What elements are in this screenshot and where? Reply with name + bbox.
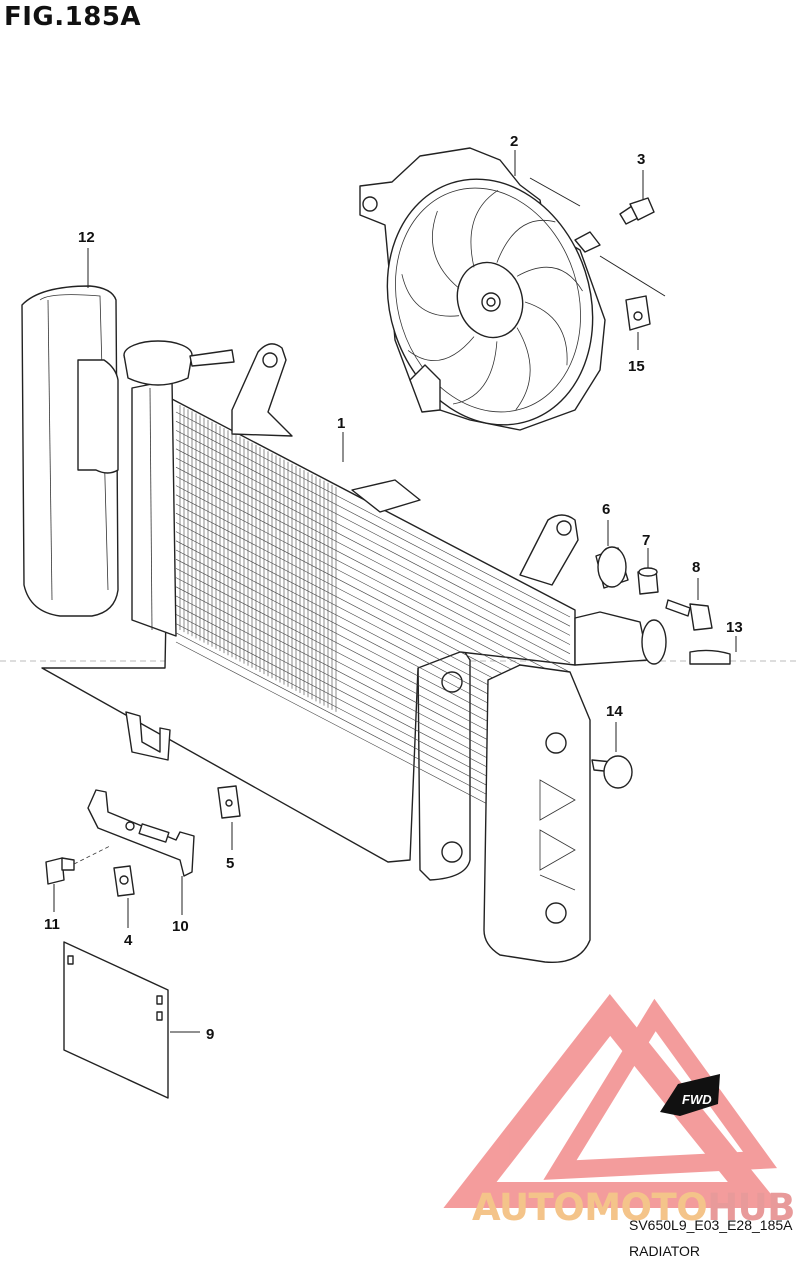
callout-5: 5 bbox=[226, 855, 234, 872]
callout-2: 2 bbox=[510, 133, 518, 150]
part-1-radiator bbox=[41, 340, 667, 881]
part-10-bracket bbox=[87, 789, 195, 915]
part-11-bolt bbox=[45, 845, 111, 912]
part-4-clip-nut bbox=[113, 865, 135, 928]
radiator-fin-line bbox=[175, 411, 571, 618]
radiator-fin-line bbox=[175, 420, 571, 627]
part-9-pad bbox=[63, 941, 200, 1099]
radiator-fin-line bbox=[175, 494, 571, 701]
fan-blade bbox=[524, 301, 568, 366]
callout-1: 1 bbox=[337, 415, 345, 432]
radiator-fin-line bbox=[175, 439, 571, 645]
callout-3: 3 bbox=[637, 151, 645, 168]
fan-blade bbox=[431, 210, 460, 289]
callout-7: 7 bbox=[642, 532, 650, 549]
callout-8: 8 bbox=[692, 559, 700, 576]
callout-14: 14 bbox=[606, 703, 623, 720]
fan-blade bbox=[407, 336, 475, 362]
radiator-fin-line bbox=[175, 457, 571, 664]
callout-9: 9 bbox=[206, 1026, 214, 1043]
part-7-collar bbox=[637, 548, 659, 595]
fwd-badge-text: FWD bbox=[682, 1092, 712, 1107]
part-5-clip-nut bbox=[217, 785, 241, 850]
diagram-code: SV650L9_E03_E28_185A bbox=[629, 1217, 793, 1233]
fwd-badge: FWD bbox=[660, 1074, 720, 1116]
part-13-hose bbox=[689, 636, 737, 665]
part-8-bolt bbox=[665, 578, 713, 631]
fan-blade bbox=[452, 341, 498, 405]
part-3-bolt bbox=[619, 170, 655, 225]
callout-11: 11 bbox=[44, 916, 60, 933]
figure-title: FIG.185A bbox=[4, 2, 142, 32]
watermark-text-part2: HUB bbox=[707, 1186, 795, 1229]
watermark-text: AUTOMOTOHUB bbox=[472, 1186, 795, 1229]
callout-10: 10 bbox=[172, 918, 189, 935]
radiator-fin-line bbox=[175, 430, 571, 636]
radiator-fin-line bbox=[175, 448, 571, 655]
watermark-logo bbox=[443, 994, 783, 1208]
radiator-fin-line bbox=[175, 485, 571, 691]
side-guard bbox=[483, 664, 591, 964]
part-15-clip-nut bbox=[625, 295, 651, 350]
callout-12: 12 bbox=[78, 229, 95, 246]
fan-blade bbox=[496, 219, 556, 263]
part-14-bolt bbox=[591, 722, 633, 789]
callout-6: 6 bbox=[602, 501, 610, 518]
part-12-side-cover bbox=[21, 285, 119, 617]
radiator-fin-line bbox=[175, 466, 571, 673]
radiator-fin-line bbox=[175, 476, 571, 682]
diagram-caption: RADIATOR bbox=[629, 1243, 701, 1259]
watermark-text-part1: AUTOMOTO bbox=[472, 1186, 708, 1229]
part-2-cooling-fan bbox=[359, 147, 666, 431]
fan-blade bbox=[515, 327, 531, 411]
fan-blade bbox=[516, 266, 583, 292]
callout-4: 4 bbox=[124, 932, 133, 949]
part-6-grommet bbox=[595, 520, 629, 589]
fan-blade bbox=[401, 274, 460, 317]
fan-blade bbox=[470, 189, 499, 268]
callout-15: 15 bbox=[628, 358, 645, 375]
callout-13: 13 bbox=[726, 619, 743, 636]
